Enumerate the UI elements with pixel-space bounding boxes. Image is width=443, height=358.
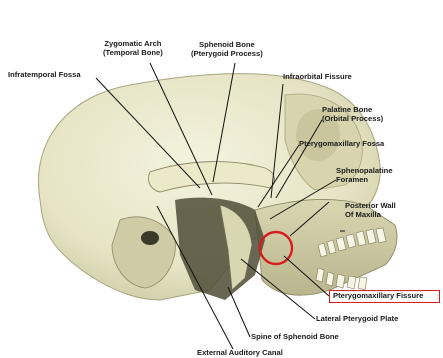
label-zygomatic-arch-line1: Zygomatic Arch [103,39,163,48]
label-posterior-wall: Posterior Wall Of Maxilla [345,201,396,219]
label-palatine-bone-line2: (Orbital Process) [322,114,383,123]
label-infratemporal-fossa: Infratemporal Fossa [8,70,81,79]
label-sphenopalatine-line1: Sphenopalatine [336,166,393,175]
label-sphenoid-bone-line1: Sphenoid Bone [191,40,263,49]
label-spine-of-sphenoid: Spine of Sphenoid Bone [251,332,339,341]
label-pterygomaxillary-fissure: Pterygomaxillary Fissure [329,290,440,303]
label-zygomatic-arch-line2: (Temporal Bone) [103,48,163,57]
label-palatine-bone-line1: Palatine Bone [322,105,383,114]
label-sphenoid-bone-line2: (Pterygoid Process) [191,49,263,58]
label-sphenoid-bone: Sphenoid Bone (Pterygoid Process) [191,40,263,58]
label-sphenopalatine-line2: Foramen [336,175,393,184]
auditory-canal-opening [141,231,159,245]
label-posterior-wall-line1: Posterior Wall [345,201,396,210]
label-external-auditory-canal: External Auditory Canal [197,348,283,357]
label-palatine-bone: Palatine Bone (Orbital Process) [322,105,383,123]
label-infraorbital-fissure: Infraorbital Fissure [283,72,352,81]
label-zygomatic-arch: Zygomatic Arch (Temporal Bone) [103,39,163,57]
label-lateral-pterygoid-plate: Lateral Pterygoid Plate [316,314,398,323]
label-posterior-wall-line2: Of Maxilla [345,210,396,219]
label-sphenopalatine-foramen: Sphenopalatine Foramen [336,166,393,184]
label-pterygomaxillary-fossa: Pterygomaxillary Fossa [299,139,384,148]
